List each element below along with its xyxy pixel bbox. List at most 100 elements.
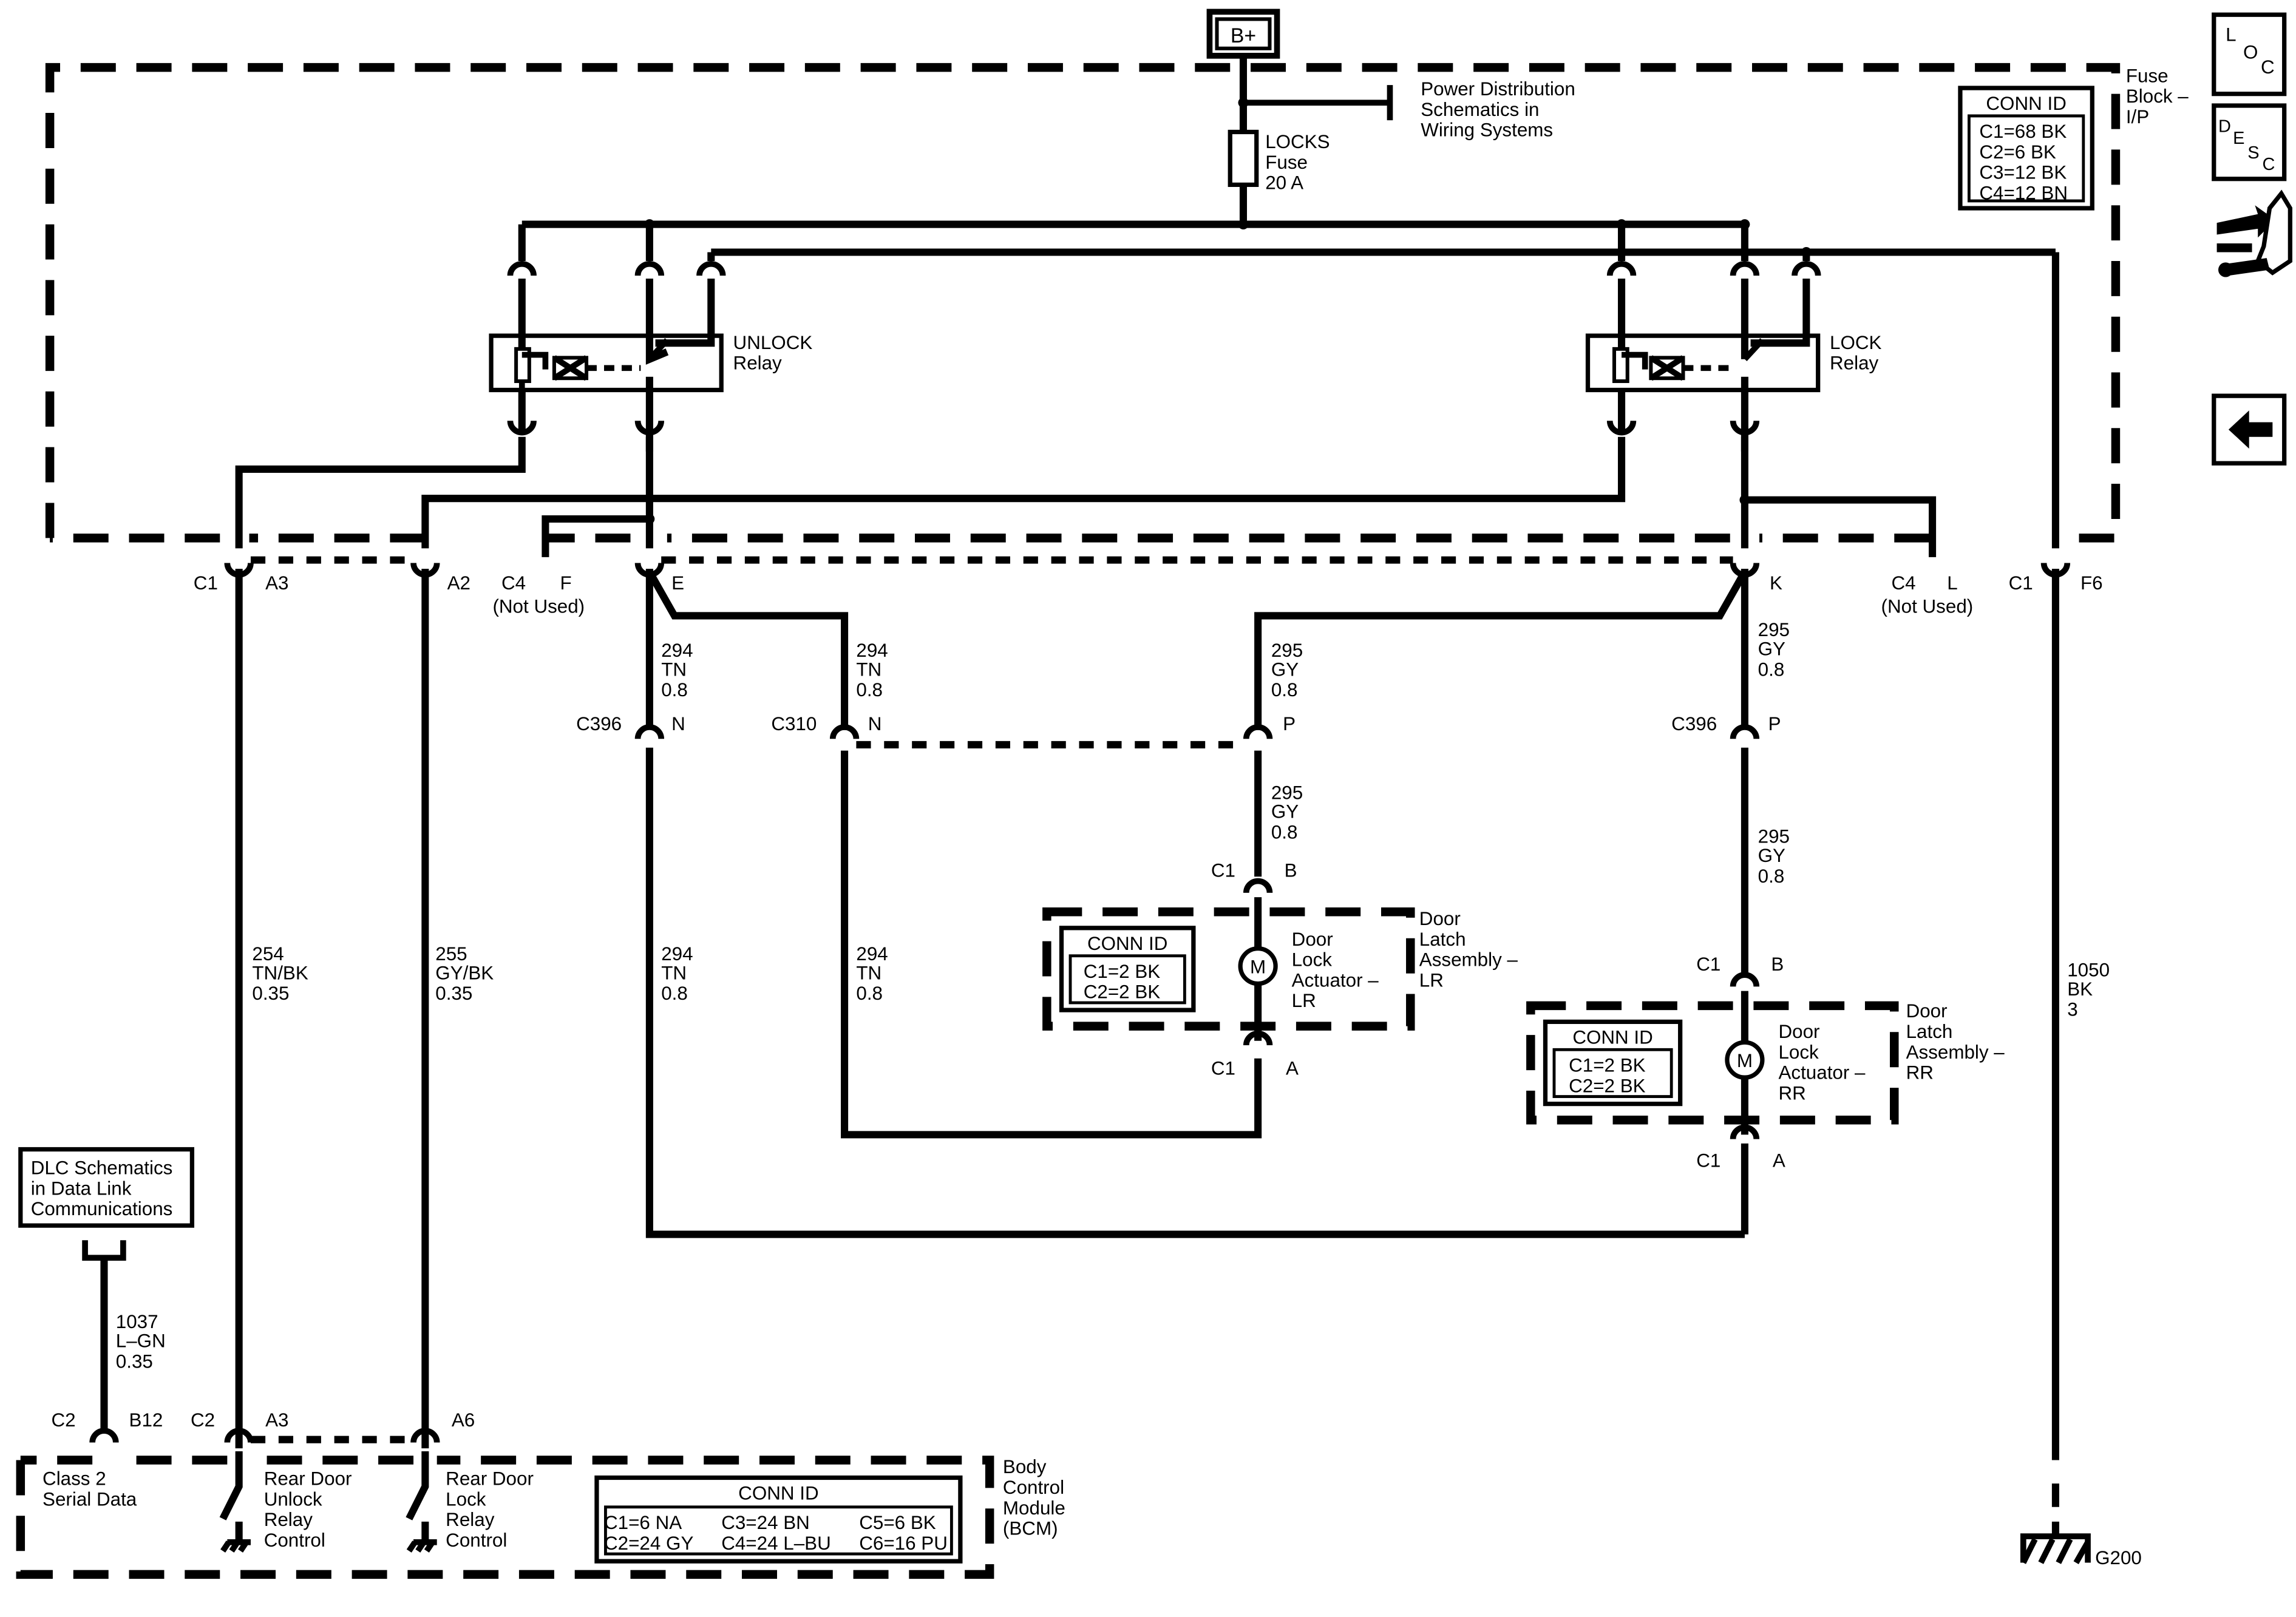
svg-text:0.8: 0.8 [1758,866,1785,887]
fuse-line1: LOCKS [1265,131,1330,152]
svg-text:0.35: 0.35 [252,983,289,1004]
svg-text:(Not Used): (Not Used) [1881,596,1974,617]
svg-text:Actuator –: Actuator – [1778,1062,1866,1083]
lock-relay-body [1585,333,1821,393]
svg-text:S: S [2247,143,2259,163]
svg-text:P: P [1768,713,1781,734]
svg-text:C: C [2262,155,2275,174]
wire-294-c310: 294 TN 0.8 [856,640,888,700]
svg-text:C1: C1 [1696,954,1720,975]
lr-conn-id: CONN ID C1=2 BK C2=2 BK [1059,926,1196,1012]
svg-text:Relay: Relay [446,1509,495,1530]
lock-relay-line2: Relay [1830,353,1879,374]
svg-text:1037: 1037 [116,1311,158,1332]
svg-text:B: B [1285,859,1297,881]
wire-255: 255 GY/BK 0.35 [435,943,494,1004]
svg-text:F: F [560,572,572,594]
svg-text:Lock: Lock [1292,949,1333,971]
fuse-block-conn-id: CONN ID C1=68 BK C2=6 BK C3=12 BK C4=12 … [1958,86,2094,211]
locks-fuse [1228,129,1259,188]
svg-text:F6: F6 [2080,572,2103,594]
bcm-outline [16,1456,994,1579]
svg-text:GY: GY [1271,659,1299,680]
svg-text:Actuator –: Actuator – [1292,969,1379,991]
svg-text:Lock: Lock [1778,1042,1819,1063]
svg-text:TN/BK: TN/BK [252,962,308,983]
svg-text:E: E [2233,129,2244,148]
svg-text:295: 295 [1271,782,1303,803]
desc-button[interactable]: D E S C [2212,103,2287,181]
svg-text:295: 295 [1758,619,1790,640]
svg-text:RR: RR [1778,1082,1805,1103]
svg-text:Communications: Communications [31,1198,173,1219]
svg-text:A6: A6 [452,1409,475,1431]
svg-text:A: A [1286,1057,1299,1079]
svg-text:C396: C396 [576,713,622,734]
wire-295-lr-top: 295 GY 0.8 [1271,640,1303,700]
connector-wrench-icon[interactable] [2216,189,2292,277]
fuse-block-line1: Fuse [2126,65,2169,86]
back-arrow-icon[interactable] [2212,393,2287,466]
svg-text:C4=12 BN: C4=12 BN [1979,183,2068,204]
svg-text:CONN ID: CONN ID [1087,933,1167,954]
svg-text:BK: BK [2067,978,2093,1000]
svg-text:3: 3 [2067,999,2077,1020]
svg-text:Control: Control [446,1530,507,1551]
ground-label: G200 [2095,1547,2142,1568]
svg-text:Control: Control [264,1530,325,1551]
svg-text:(Not Used): (Not Used) [492,596,585,617]
svg-text:255: 255 [435,943,467,964]
svg-text:C1: C1 [1696,1150,1720,1171]
svg-text:Assembly –: Assembly – [1419,949,1518,971]
svg-text:Rear Door: Rear Door [264,1468,352,1490]
svg-text:TN: TN [661,962,687,983]
lr-motor [1238,946,1278,986]
svg-text:L: L [2226,24,2236,46]
svg-text:TN: TN [856,962,881,983]
svg-text:DLC Schematics: DLC Schematics [31,1158,173,1179]
svg-text:L: L [1947,572,1957,594]
wire-1037: 1037 L–GN 0.35 [116,1311,166,1372]
svg-text:C396: C396 [1671,713,1717,734]
wire-295-lr-mid: 295 GY 0.8 [1271,782,1303,842]
svg-text:C2=2 BK: C2=2 BK [1084,981,1161,1003]
wire-1050: 1050 BK 3 [2067,960,2110,1020]
svg-text:294: 294 [661,640,693,661]
svg-text:Module: Module [1003,1497,1065,1519]
svg-text:B12: B12 [129,1409,163,1431]
svg-text:GY: GY [1758,639,1785,660]
svg-text:C4: C4 [501,572,526,594]
svg-text:C2=2 BK: C2=2 BK [1569,1075,1646,1096]
svg-text:Body: Body [1003,1456,1047,1477]
power-distribution-line3: Wiring Systems [1421,120,1553,141]
rr-conn-id: CONN ID C1=2 BK C2=2 BK [1543,1019,1683,1107]
svg-text:0.8: 0.8 [856,983,883,1004]
svg-text:Latch: Latch [1419,929,1466,950]
svg-text:Serial Data: Serial Data [42,1488,137,1510]
svg-text:294: 294 [661,943,693,964]
svg-text:Door: Door [1292,929,1333,950]
svg-text:C310: C310 [771,713,817,734]
fuse-line2: Fuse [1265,152,1308,173]
fuse-block-line2: Block – [2126,86,2189,107]
svg-text:C4: C4 [1891,572,1915,594]
fuse-block-line3: I/P [2126,106,2149,127]
wire-295-k: 295 GY 0.8 [1758,619,1790,680]
wire-294-right: 294 TN 0.8 [856,943,888,1004]
svg-text:GY: GY [1271,801,1299,822]
svg-text:M: M [1737,1050,1753,1071]
svg-text:C4=24 L–BU: C4=24 L–BU [721,1533,831,1554]
svg-text:Class 2: Class 2 [42,1468,106,1490]
svg-text:L–GN: L–GN [116,1331,166,1352]
svg-text:0.8: 0.8 [661,679,688,700]
lock-relay-line1: LOCK [1830,332,1882,353]
loc-button[interactable]: L O C [2212,12,2287,97]
svg-text:TN: TN [661,659,687,680]
svg-text:RR: RR [1906,1062,1934,1083]
svg-text:LR: LR [1419,969,1444,991]
svg-text:Relay: Relay [264,1509,313,1530]
svg-text:0.35: 0.35 [116,1351,153,1372]
unlock-relay-line1: UNLOCK [733,332,813,353]
svg-text:295: 295 [1758,826,1790,847]
